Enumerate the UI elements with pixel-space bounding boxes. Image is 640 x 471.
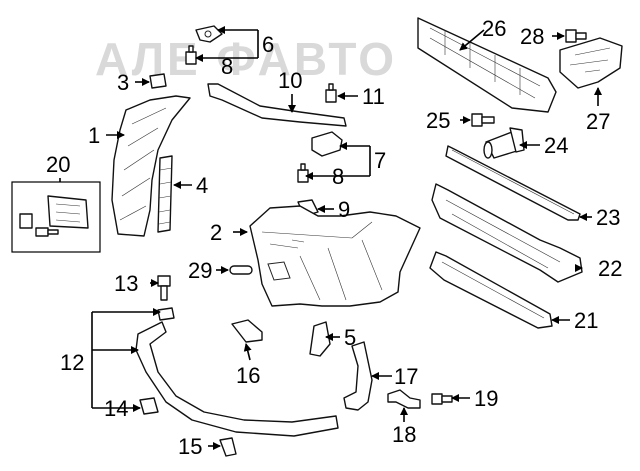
part-1-fender-liner <box>111 95 191 237</box>
callout-1: 1 <box>88 123 100 148</box>
callout-29: 29 <box>188 258 212 283</box>
callout-22: 22 <box>598 256 622 281</box>
part-6-clip <box>195 25 223 43</box>
callout-20: 20 <box>46 152 70 177</box>
part-11-bolt <box>325 83 337 103</box>
part-27-bracket <box>559 37 623 89</box>
callout-7: 7 <box>374 148 386 173</box>
callout-18: 18 <box>392 422 416 447</box>
part-22-absorber <box>431 183 583 283</box>
callout-14: 14 <box>104 396 128 421</box>
part-24-spacer <box>483 127 525 159</box>
callout-17: 17 <box>394 364 418 389</box>
part-12-lower-spoiler <box>135 321 339 437</box>
callout-19: 19 <box>474 386 498 411</box>
callout-16: 16 <box>236 363 260 388</box>
callout-10: 10 <box>278 68 302 93</box>
part-20-license-plate-bracket <box>11 181 101 253</box>
callout-13: 13 <box>114 271 138 296</box>
callout-25: 25 <box>426 108 450 133</box>
part-14-clip <box>139 397 159 415</box>
callout-15: 15 <box>178 434 202 459</box>
callout-labels: 1 2 3 4 5 6 7 8 8 9 10 11 12 13 14 15 16… <box>46 16 622 459</box>
part-19-bolt <box>431 393 453 405</box>
callout-9: 9 <box>338 197 350 222</box>
part-21-absorber <box>429 251 553 329</box>
part-23-absorber <box>445 145 581 221</box>
part-3-clip <box>149 73 167 89</box>
callout-6: 6 <box>262 32 274 57</box>
callout-23: 23 <box>596 205 620 230</box>
part-18-bracket <box>387 389 421 409</box>
part-16-tow-hook-cover <box>231 319 263 343</box>
callout-8-upper: 8 <box>221 54 233 79</box>
part-15-clip <box>219 437 237 457</box>
part-5-bracket <box>309 321 331 357</box>
leader-lines <box>59 26 602 450</box>
part-26-reinforcement <box>417 17 557 113</box>
callout-4: 4 <box>196 173 208 198</box>
watermark-text: АЛЕ ФАВТО <box>95 33 397 85</box>
part-12-clip <box>157 307 175 321</box>
part-2-bumper-cover <box>249 205 421 307</box>
part-7-bracket <box>311 131 343 157</box>
part-29-plug <box>229 265 253 275</box>
callout-3: 3 <box>117 70 129 95</box>
part-25-bolt <box>471 113 495 127</box>
part-17-bracket <box>343 341 373 411</box>
callout-27: 27 <box>586 109 610 134</box>
part-13-bolt <box>157 275 171 301</box>
callout-28: 28 <box>520 24 544 49</box>
part-28-bolt <box>565 29 587 43</box>
part-4-mesh <box>157 155 173 233</box>
part-10-bracket <box>207 83 347 127</box>
callout-5: 5 <box>344 325 356 350</box>
callout-8-lower: 8 <box>332 164 344 189</box>
callout-2: 2 <box>210 220 222 245</box>
callout-26: 26 <box>482 16 506 41</box>
callout-11: 11 <box>362 84 385 109</box>
callout-12: 12 <box>60 350 84 375</box>
part-8-screw-lower <box>297 163 309 183</box>
callout-21: 21 <box>574 308 598 333</box>
callout-24: 24 <box>544 133 568 158</box>
